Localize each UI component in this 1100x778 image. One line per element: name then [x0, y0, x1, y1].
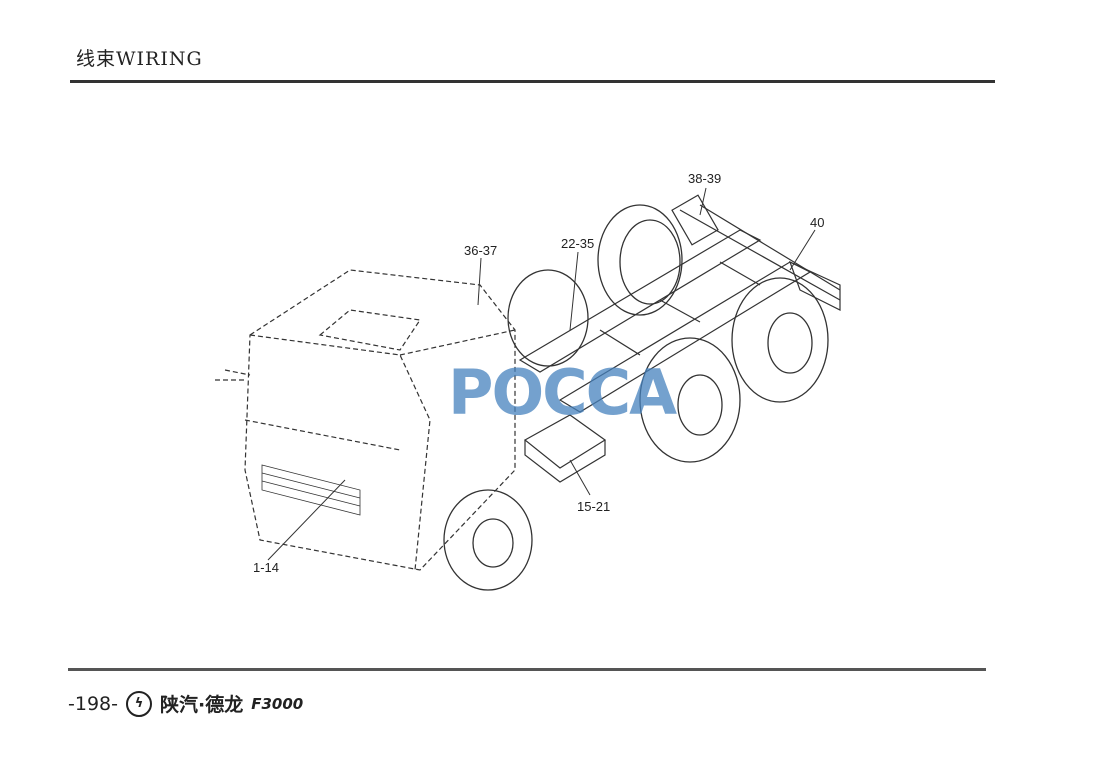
page-title: 线束WIRING: [76, 48, 203, 70]
battery-box: [523, 414, 607, 483]
model-name: F3000: [251, 694, 304, 713]
rear-wheels: [507, 204, 829, 463]
shacman-logo-icon: ϟ: [125, 690, 152, 717]
header-rule: [70, 80, 995, 83]
watermark: POCCA: [448, 356, 677, 429]
footer-rule: [68, 668, 986, 671]
cab: [215, 269, 516, 571]
callout-36-37: 36-37: [464, 243, 498, 258]
callout-40: 40: [810, 215, 825, 230]
leader-lines: [267, 187, 816, 561]
callout-38-39: 38-39: [688, 171, 722, 186]
footer: -198- ϟ 陕汽·德龙 F3000: [68, 690, 303, 717]
page-number: -198-: [68, 692, 118, 715]
brand-name: 陕汽·德龙: [159, 694, 244, 716]
front-wheel: [443, 489, 533, 591]
grille: [261, 464, 361, 516]
callout-22-35: 22-35: [561, 236, 595, 251]
callout-1-14: 1-14: [253, 560, 280, 575]
callout-15-21: 15-21: [577, 499, 611, 514]
chassis-frame: [518, 194, 841, 413]
